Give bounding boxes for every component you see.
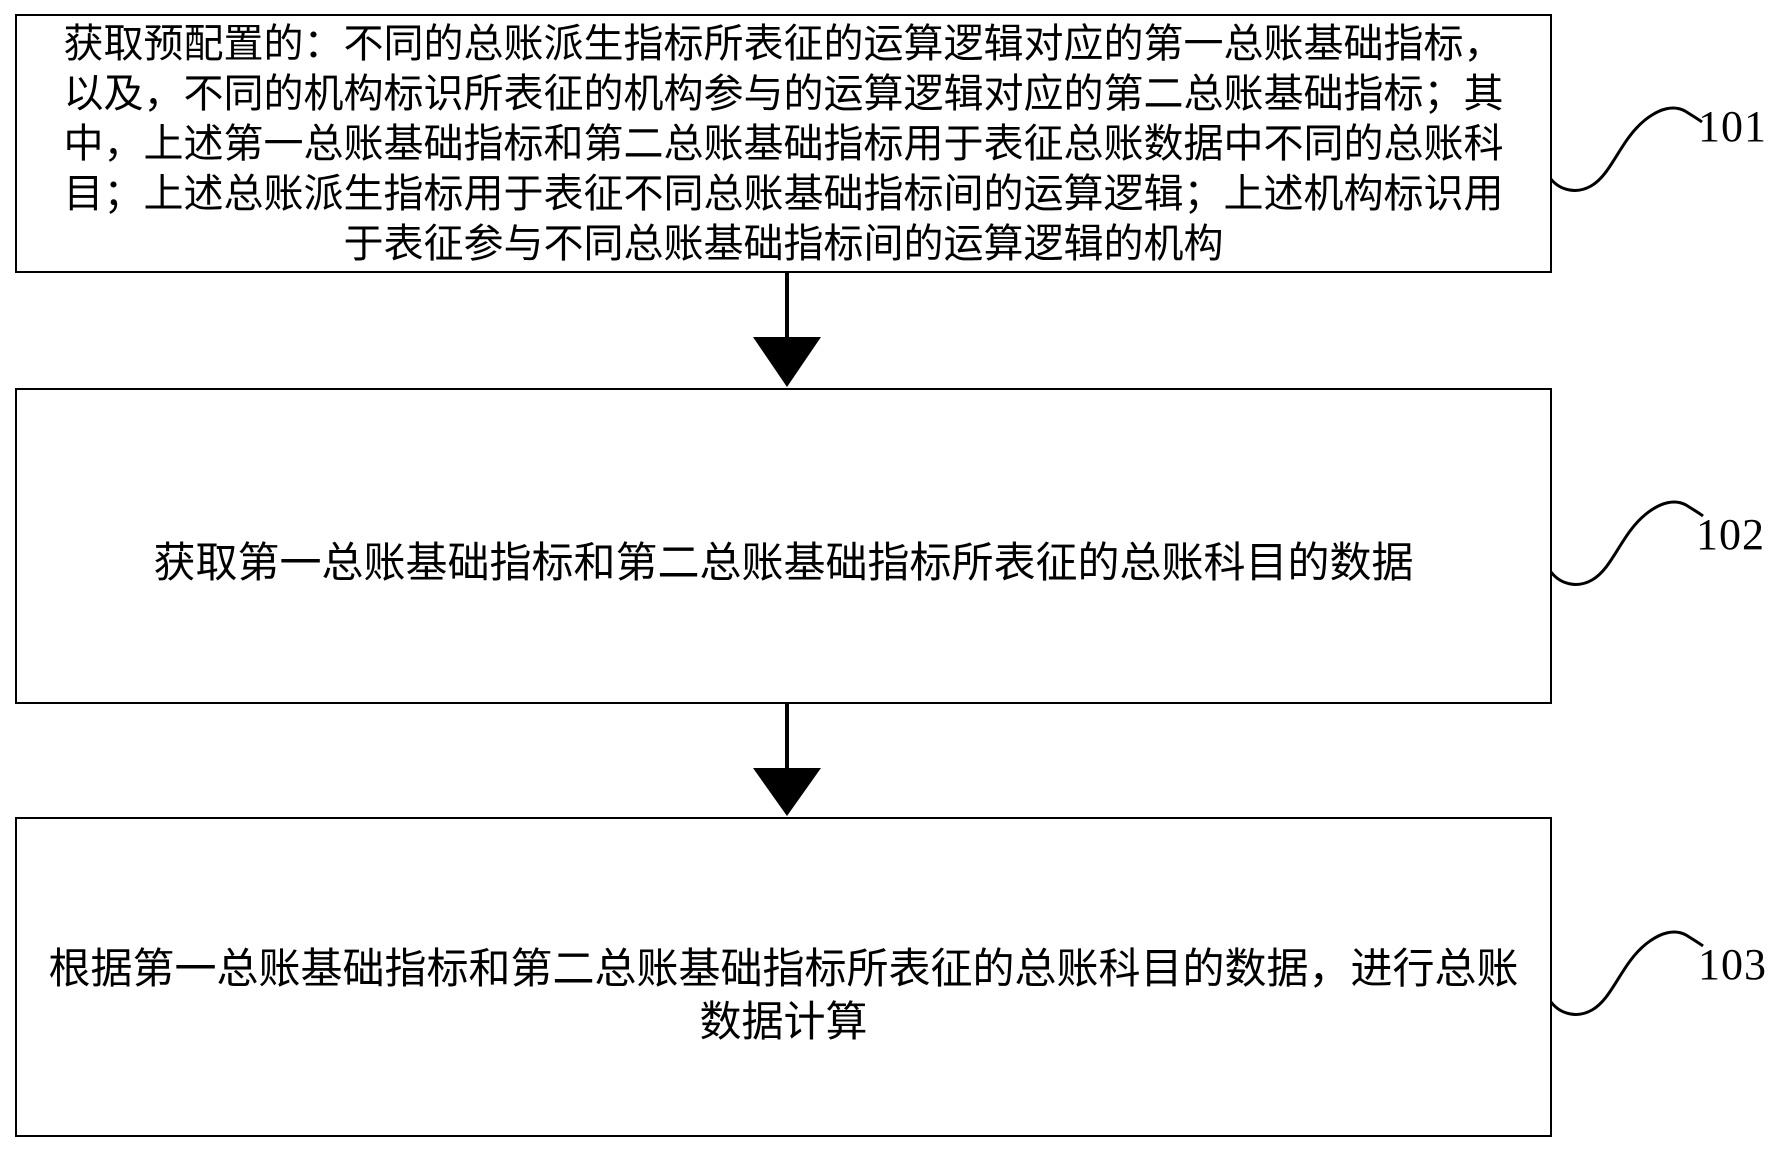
flow-step-1-box: 获取预配置的：不同的总账派生指标所表征的运算逻辑对应的第一总账基础指标， 以及，… (15, 14, 1552, 273)
ref-number-103: 103 (1698, 940, 1767, 989)
flow-step-1-text-line: 中，上述第一总账基础指标和第二总账基础指标用于表征总账数据中不同的总账科 (63, 120, 1504, 166)
ref-connector-squiggle-icon (1549, 930, 1704, 1016)
ref-connector-squiggle-icon (1549, 500, 1704, 586)
ref-connector-squiggle-icon (1548, 106, 1703, 192)
ref-number-101: 101 (1698, 102, 1767, 151)
flow-step-1-text-line: 于表征参与不同总账基础指标间的运算逻辑的机构 (343, 220, 1224, 266)
down-arrow-icon (753, 704, 821, 816)
down-arrow-icon (753, 273, 821, 387)
flow-step-3-box: 根据第一总账基础指标和第二总账基础指标所表征的总账科目的数据，进行总账 数据计算 (15, 817, 1552, 1137)
flow-step-1-text-line: 目；上述总账派生指标用于表征不同总账基础指标间的运算逻辑；上述机构标识用 (63, 170, 1504, 216)
flow-step-2-text-line: 获取第一总账基础指标和第二总账基础指标所表征的总账科目的数据 (153, 541, 1414, 587)
flow-step-1-text-line: 以及，不同的机构标识所表征的机构参与的运算逻辑对应的第二总账基础指标；其 (63, 70, 1504, 116)
flow-step-1-text-line: 获取预配置的：不同的总账派生指标所表征的运算逻辑对应的第一总账基础指标， (63, 20, 1504, 66)
ref-number-102: 102 (1696, 510, 1765, 559)
flow-step-3-text-line: 根据第一总账基础指标和第二总账基础指标所表征的总账科目的数据，进行总账 (48, 947, 1519, 993)
flow-step-2-box: 获取第一总账基础指标和第二总账基础指标所表征的总账科目的数据 (15, 388, 1552, 704)
flow-step-3-text-line: 数据计算 (699, 1000, 868, 1046)
